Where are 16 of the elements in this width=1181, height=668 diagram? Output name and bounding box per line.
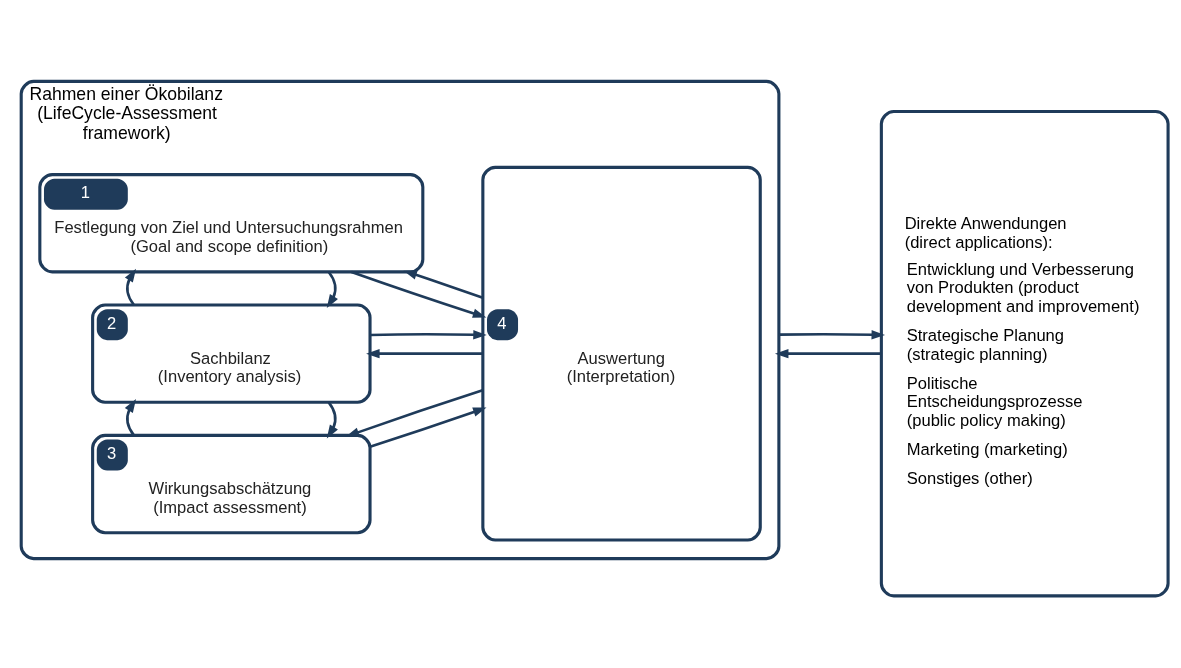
arrow bbox=[778, 329, 886, 339]
arrow bbox=[774, 348, 882, 358]
arrow bbox=[326, 270, 338, 308]
arrow bbox=[326, 401, 338, 438]
arrow bbox=[366, 348, 483, 358]
node-box: 2 Sachbilanz (Inventory analysis) bbox=[91, 302, 372, 404]
arrow bbox=[370, 329, 487, 339]
arrow bbox=[124, 268, 137, 305]
node-box: Direkte Anwendungen (direct applications): Entwicklung und Verbesserung von Produkten (product development and improvement) Strategische Planung (strategic planning) Politische Entscheidungsprozesse (public policy making) Marketing (marketing) Sonstiges (other) bbox=[879, 109, 1170, 597]
node-box: 3 Wirkungsabschätzung (Impact assessment) bbox=[91, 433, 372, 534]
arrow bbox=[403, 269, 484, 299]
arrow bbox=[124, 398, 137, 436]
node-box: 1 Festlegung von Ziel und Untersuchungsrahmen (Goal and scope definition) bbox=[38, 172, 425, 273]
arrow bbox=[369, 407, 487, 448]
arrow bbox=[351, 270, 487, 318]
node-box: 4 Auswertung (Interpretation) bbox=[481, 165, 762, 541]
